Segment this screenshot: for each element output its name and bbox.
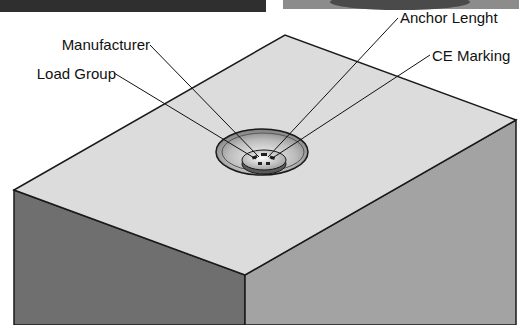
leader-lines [114, 18, 430, 159]
part-label: Anchor Lenght [400, 10, 498, 27]
part-label: Manufacturer [62, 37, 150, 54]
photo-strip [0, 0, 266, 12]
part-label: CE Marking [432, 48, 510, 65]
photo-detail [330, 0, 470, 10]
countersink-rim [222, 133, 304, 171]
block-top-face [14, 35, 516, 275]
countersink [216, 129, 308, 175]
part-label: Load Group [37, 66, 116, 83]
